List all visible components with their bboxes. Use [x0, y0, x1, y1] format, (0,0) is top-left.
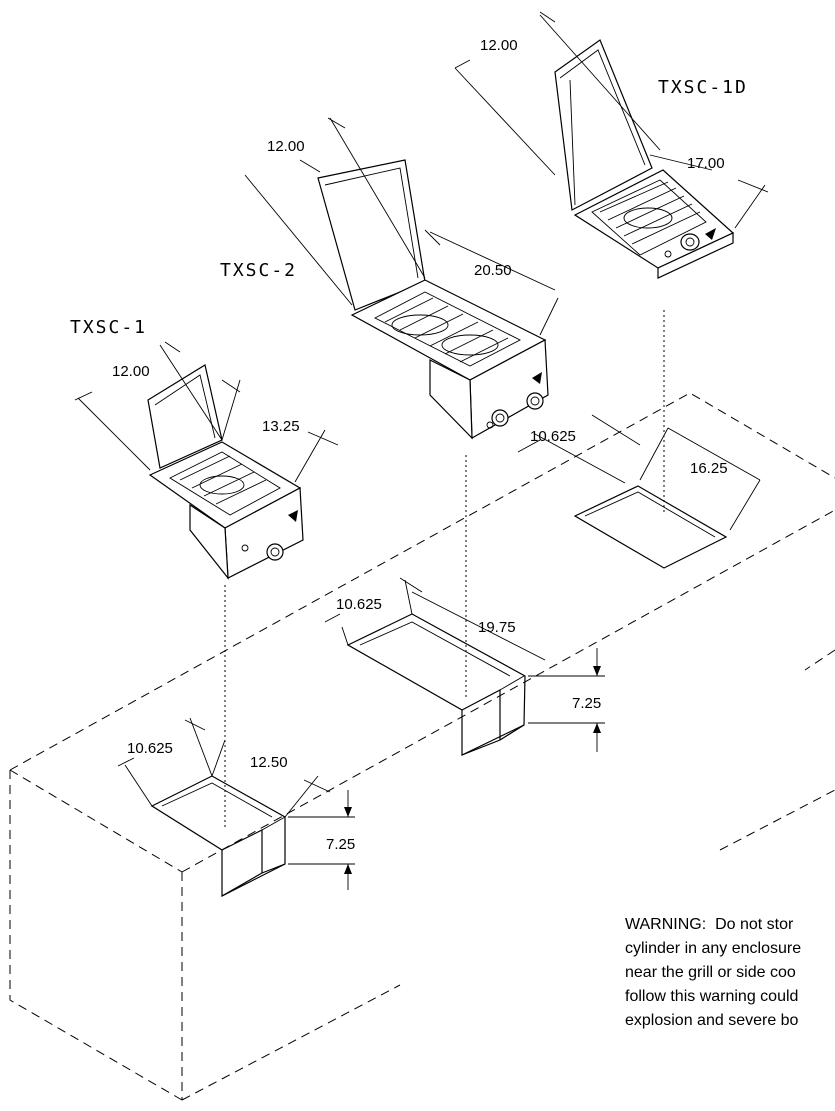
dim-cutout-2-depth: 10.625 [336, 596, 382, 613]
warning-line: WARNING: Do not stor [625, 916, 794, 933]
island-outline [9, 392, 835, 1101]
dim-cutout-1d-depth: 10.625 [530, 428, 576, 445]
flame-indicator-icon [288, 510, 298, 522]
warning-line: follow this warning could [625, 988, 799, 1005]
warning-line: cylinder in any enclosure [625, 940, 802, 957]
grate-icon [169, 451, 281, 516]
model-label-txsc-1: TXSC-1 [70, 317, 147, 338]
dim-txsc-1d-width: 17.00 [687, 155, 725, 172]
dim-cutout-2-height: 7.25 [572, 695, 601, 712]
dim-cutout-1-height: 7.25 [326, 836, 355, 853]
warning-line: near the grill or side coo [625, 964, 796, 981]
grate-icon [374, 291, 521, 367]
dim-txsc-1d-lid: 12.00 [480, 37, 518, 54]
flame-indicator-icon [532, 372, 542, 384]
model-label-txsc-1d: TXSC-1D [658, 77, 748, 98]
cutout-txsc-1d [517, 414, 761, 569]
warning-note: WARNING: Do not stor cylinder in any encl… [625, 913, 835, 1033]
alignment-lines [224, 310, 665, 830]
cutout-txsc-1 [117, 717, 355, 897]
unit-txsc-2 [244, 117, 559, 440]
grate-icon [591, 179, 707, 256]
control-knob-icon [491, 392, 544, 427]
dim-cutout-2-width: 19.75 [478, 619, 516, 636]
cutout-txsc-2 [324, 577, 605, 756]
dim-cutout-1-depth: 10.625 [127, 740, 173, 757]
dim-cutout-1d-width: 16.25 [690, 460, 728, 477]
lid-icon [554, 39, 653, 211]
dim-txsc-2-width: 20.50 [474, 262, 512, 279]
control-knob-icon [680, 233, 700, 251]
control-knob-icon [266, 543, 284, 561]
dim-txsc-1-width: 13.25 [262, 418, 300, 435]
unit-txsc-1 [74, 341, 339, 580]
unit-txsc-1d [454, 11, 769, 279]
dim-cutout-1-width: 12.50 [250, 754, 288, 771]
model-label-txsc-2: TXSC-2 [220, 260, 297, 281]
dim-txsc-1-lid: 12.00 [112, 363, 150, 380]
flame-indicator-icon [705, 228, 716, 240]
warning-line: explosion and severe bo [625, 1012, 799, 1029]
dim-txsc-2-lid: 12.00 [267, 138, 305, 155]
